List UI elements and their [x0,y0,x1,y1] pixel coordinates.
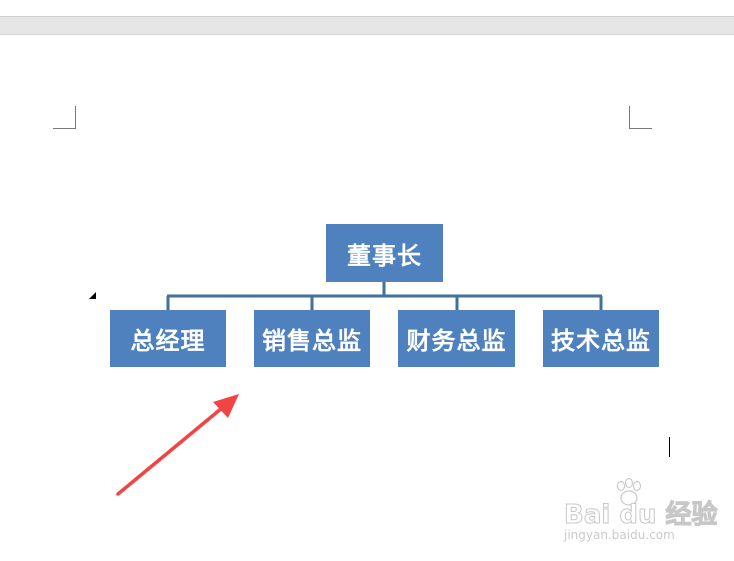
org-node-chairman[interactable]: 董事长 [326,224,443,282]
ruler-area [0,0,734,35]
smartart-expand-handle-icon[interactable] [89,292,96,299]
horizontal-ruler[interactable] [0,16,734,35]
org-node-finance-director[interactable]: 财务总监 [398,310,515,367]
org-node-sales-director[interactable]: 销售总监 [254,310,370,367]
org-node-general-manager[interactable]: 总经理 [110,310,226,367]
text-cursor [669,437,670,457]
watermark-logo-text: Bai du 经验 [564,500,718,531]
watermark-url: jingyan.baidu.com [564,528,675,542]
org-node-label: 财务总监 [406,326,507,355]
page-margin-corner-top-left [53,106,76,129]
org-node-label: 技术总监 [551,326,651,355]
org-node-label: 销售总监 [262,326,362,355]
page-margin-corner-top-right [629,106,652,129]
baidu-paw-icon [616,478,642,506]
org-node-label: 董事长 [347,240,422,270]
org-node-technical-director[interactable]: 技术总监 [543,310,659,367]
baidu-jingyan-watermark: Bai du 经验 jingyan.baidu.com [560,478,730,548]
org-node-label: 总经理 [130,326,206,355]
